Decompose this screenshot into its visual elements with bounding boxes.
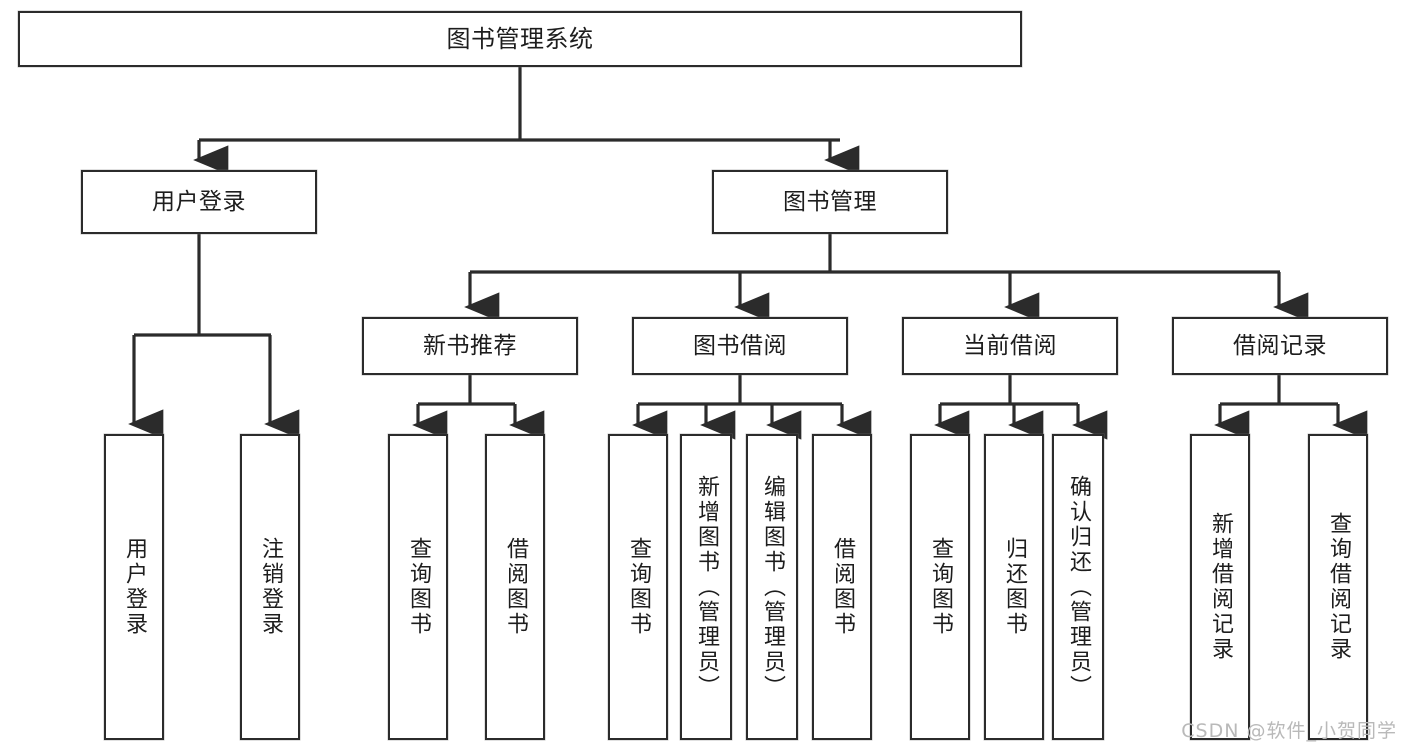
node-root-book-management-system[interactable]: 图书管理系统 [18,11,1022,67]
node-label: 查询图书 [928,537,953,637]
node-label: 用户登录 [122,537,147,637]
node-leaf-query-book-2[interactable]: 查询图书 [608,434,668,740]
node-leaf-borrow-book-2[interactable]: 借阅图书 [812,434,872,740]
node-leaf-query-book-1[interactable]: 查询图书 [388,434,448,740]
node-user-login[interactable]: 用户登录 [81,170,317,234]
node-label: 归还图书 [1002,537,1027,637]
node-leaf-query-borrow-record[interactable]: 查询借阅记录 [1308,434,1368,740]
node-label: 查询借阅记录 [1326,512,1351,662]
node-label: 用户登录 [152,188,246,215]
node-label: 图书管理系统 [446,25,594,53]
node-label: 图书借阅 [693,332,787,359]
node-label: 当前借阅 [963,332,1057,359]
node-label: 借阅记录 [1233,332,1327,359]
node-label: 确认归还（管理员） [1066,474,1091,700]
node-current-borrowing[interactable]: 当前借阅 [902,317,1118,375]
node-book-management[interactable]: 图书管理 [712,170,948,234]
node-label: 借阅图书 [503,537,528,637]
node-leaf-return-book[interactable]: 归还图书 [984,434,1044,740]
node-borrowing-record[interactable]: 借阅记录 [1172,317,1388,375]
watermark-text: CSDN @软件_小贺同学 [1181,720,1397,742]
node-leaf-query-book-3[interactable]: 查询图书 [910,434,970,740]
node-label: 新书推荐 [423,332,517,359]
node-label: 新增图书（管理员） [694,474,719,700]
node-leaf-user-login[interactable]: 用户登录 [104,434,164,740]
node-label: 借阅图书 [830,537,855,637]
node-label: 查询图书 [406,537,431,637]
node-new-book-recommendation[interactable]: 新书推荐 [362,317,578,375]
node-label: 新增借阅记录 [1208,512,1233,662]
node-leaf-logout[interactable]: 注销登录 [240,434,300,740]
node-leaf-confirm-return-admin[interactable]: 确认归还（管理员） [1052,434,1104,740]
node-label: 查询图书 [626,537,651,637]
node-book-borrowing[interactable]: 图书借阅 [632,317,848,375]
node-leaf-add-book-admin[interactable]: 新增图书（管理员） [680,434,732,740]
node-leaf-add-borrow-record[interactable]: 新增借阅记录 [1190,434,1250,740]
node-label: 图书管理 [783,188,877,215]
node-label: 编辑图书（管理员） [760,474,785,700]
node-label: 注销登录 [258,537,283,637]
node-leaf-borrow-book-1[interactable]: 借阅图书 [485,434,545,740]
node-leaf-edit-book-admin[interactable]: 编辑图书（管理员） [746,434,798,740]
